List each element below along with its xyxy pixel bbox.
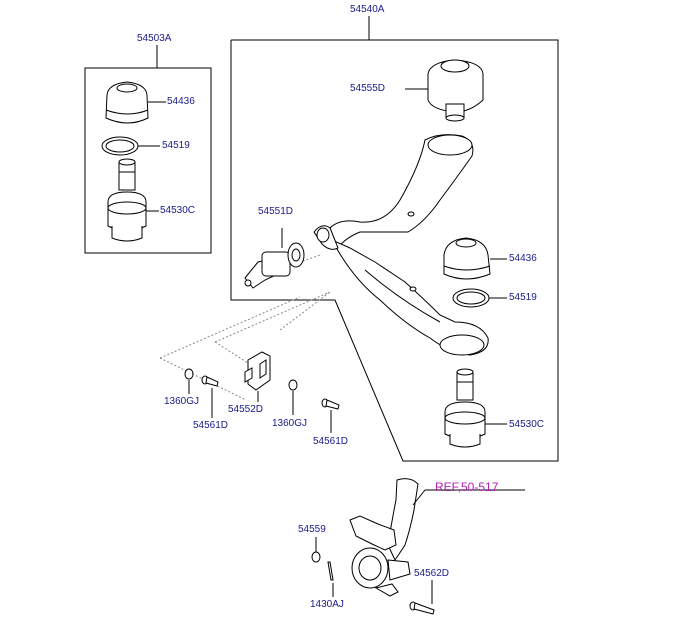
label-reference: REF,50-517 bbox=[435, 480, 499, 494]
dust-cover-arm-part bbox=[443, 237, 491, 280]
label-nut-knuckle: 54559 bbox=[298, 524, 326, 535]
ball-joint-arm-part bbox=[444, 368, 486, 448]
label-subassembly: 54503A bbox=[137, 33, 172, 44]
label-nut-right: 1360GJ bbox=[272, 418, 308, 429]
steering-knuckle-part bbox=[349, 478, 419, 597]
lower-arm-part bbox=[313, 134, 489, 356]
label-bolt-knuckle: 54562D bbox=[414, 568, 450, 579]
nut-right-part bbox=[288, 379, 298, 391]
bracket-part bbox=[244, 351, 271, 391]
nut-left-part bbox=[184, 368, 194, 380]
label-bolt-left: 54561D bbox=[193, 420, 229, 431]
assembly-frame bbox=[230, 39, 559, 462]
label-ball-joint-top: 54530C bbox=[160, 205, 196, 216]
label-dust-cover-arm: 54436 bbox=[509, 253, 537, 264]
bushing-rear-part bbox=[427, 59, 484, 122]
bolt-right-part bbox=[321, 398, 340, 410]
ball-joint-top-part bbox=[107, 158, 147, 242]
label-dust-cover-top: 54436 bbox=[167, 96, 195, 107]
label-pin: 1430AJ bbox=[310, 599, 344, 610]
label-bushing-rear: 54555D bbox=[350, 83, 386, 94]
subassembly-box bbox=[84, 67, 212, 254]
label-ball-joint-arm: 54530C bbox=[509, 419, 545, 430]
cotter-pin-part bbox=[327, 561, 334, 581]
bushing-front-part bbox=[244, 228, 305, 289]
dust-cover-top-part bbox=[106, 82, 148, 123]
bolt-left-part bbox=[201, 375, 219, 387]
label-bracket: 54552D bbox=[228, 404, 264, 415]
label-assembly: 54540A bbox=[350, 4, 385, 15]
label-snap-ring-top: 54519 bbox=[162, 140, 190, 151]
label-nut-left: 1360GJ bbox=[164, 396, 200, 407]
label-bushing-front: 54551D bbox=[258, 206, 294, 217]
nut-knuckle-part bbox=[311, 551, 321, 563]
label-snap-ring-arm: 54519 bbox=[509, 292, 537, 303]
bolt-knuckle-part bbox=[409, 601, 435, 615]
label-bolt-right: 54561D bbox=[313, 436, 349, 447]
